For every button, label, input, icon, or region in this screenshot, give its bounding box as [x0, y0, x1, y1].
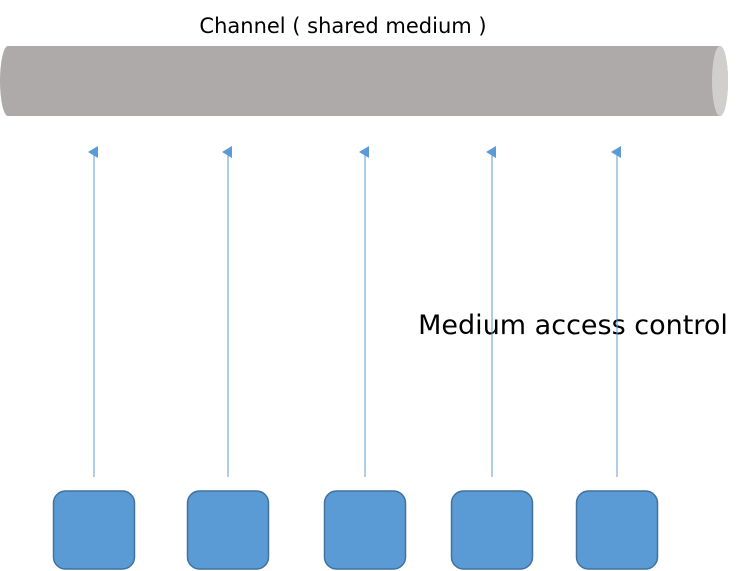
- channel-end-cap: [712, 46, 728, 116]
- channel-body: [0, 46, 728, 116]
- station-node-5: [575, 490, 659, 570]
- station-node-3: [323, 490, 407, 570]
- station-node-2: [186, 490, 270, 570]
- station-node-1: [52, 490, 136, 570]
- access-arrows: [88, 146, 621, 477]
- station-node-4: [450, 490, 534, 570]
- station-nodes: [52, 490, 659, 570]
- channel-label: Channel ( shared medium ): [199, 14, 486, 38]
- channel-cylinder: [0, 46, 728, 116]
- medium-access-control-label: Medium access control: [418, 310, 728, 341]
